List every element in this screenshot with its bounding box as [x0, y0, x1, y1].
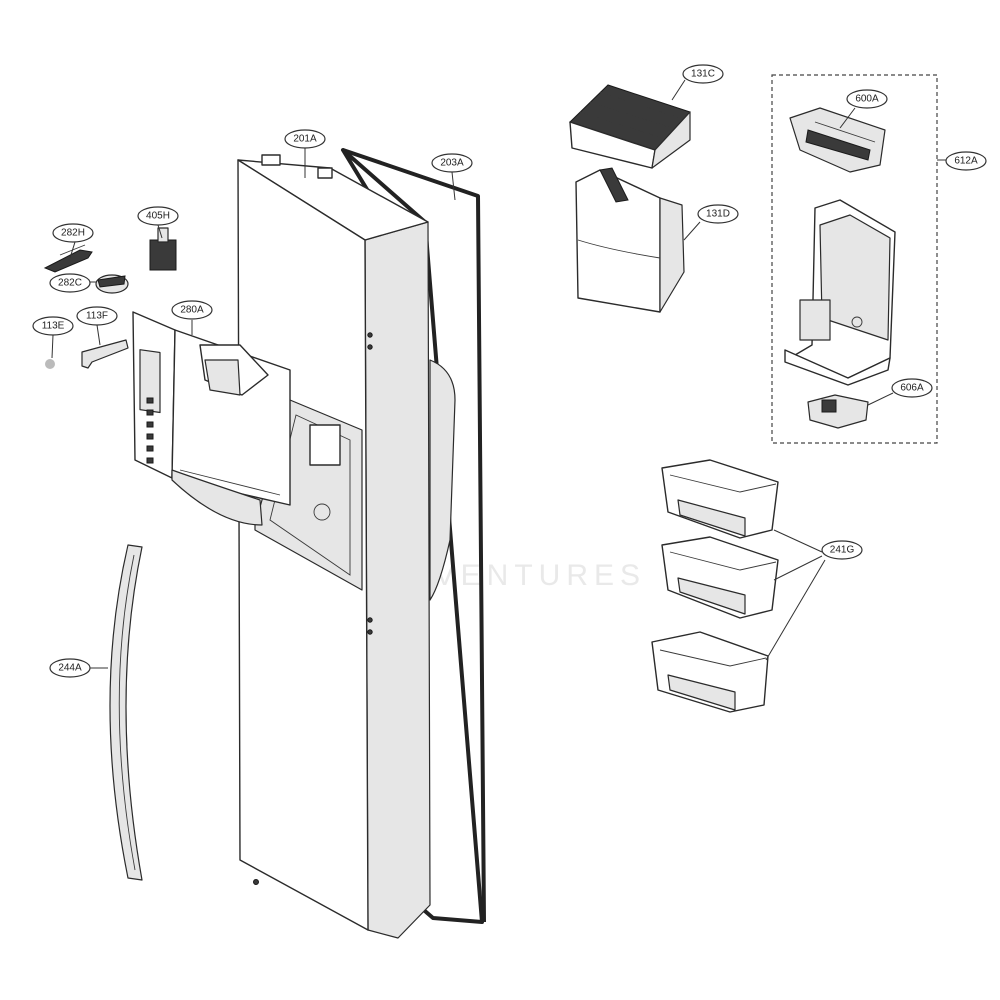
callout-131D: 131D [697, 204, 739, 224]
callout-203A: 203A [431, 153, 473, 173]
callout-201A: 201A [284, 129, 326, 149]
control-buttons [146, 397, 154, 464]
callout-600A: 600A [846, 89, 888, 109]
callout-612A: 612A [945, 151, 987, 171]
part-113F [81, 339, 129, 369]
svg-text:282H: 282H [61, 228, 85, 239]
svg-text:280A: 280A [180, 305, 204, 316]
svg-text:405H: 405H [146, 211, 170, 222]
svg-text:612A: 612A [954, 156, 978, 167]
callout-282H: 282H [52, 223, 94, 243]
svg-text:600A: 600A [855, 94, 879, 105]
callout-244A: 244A [49, 658, 91, 678]
door-bin-top [661, 459, 779, 539]
svg-text:282C: 282C [58, 278, 82, 289]
svg-text:244A: 244A [58, 663, 82, 674]
icemaker-assembly-box [771, 74, 938, 444]
callout-282C: 282C [49, 273, 91, 293]
part-405H [149, 227, 177, 271]
icemaker-housing [784, 199, 896, 386]
svg-text:131D: 131D [706, 209, 730, 220]
svg-text:201A: 201A [293, 134, 317, 145]
part-282C [95, 274, 129, 294]
svg-text:113E: 113E [42, 321, 65, 332]
callout-606A: 606A [891, 378, 933, 398]
callout-113E: 113E [32, 316, 74, 336]
door-bin-bottom [651, 631, 769, 713]
ice-bin [575, 167, 685, 313]
callout-405H: 405H [137, 206, 179, 226]
freezer-door-panel [237, 154, 456, 939]
door-handle [109, 544, 143, 881]
door-bin-middle [661, 536, 779, 619]
callout-113F: 113F [76, 306, 118, 326]
callout-280A: 280A [171, 300, 213, 320]
part-606A [807, 394, 869, 429]
svg-text:606A: 606A [900, 383, 924, 394]
part-282H [43, 244, 93, 273]
svg-text:131C: 131C [691, 69, 715, 80]
part-113E [45, 359, 55, 369]
dispenser-cover [132, 311, 291, 526]
icemaker-600A [789, 107, 886, 173]
callout-241G: 241G [821, 540, 863, 560]
ice-bin-cover [569, 84, 691, 169]
svg-text:241G: 241G [830, 545, 855, 556]
svg-text:113F: 113F [86, 311, 108, 322]
callout-131C: 131C [682, 64, 724, 84]
svg-text:203A: 203A [440, 158, 464, 169]
